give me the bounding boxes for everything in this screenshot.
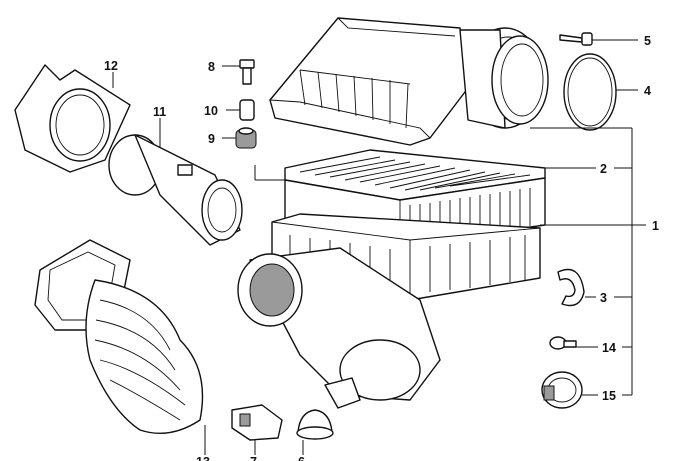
intake-bellows-13 <box>34 239 204 435</box>
callout-10: 10 <box>204 104 218 118</box>
callout-1: 1 <box>652 219 659 233</box>
leader-lines <box>112 39 646 455</box>
bolt-5 <box>559 32 593 46</box>
callout-11: 11 <box>153 105 166 119</box>
callout-15: 15 <box>602 389 616 403</box>
cap-6 <box>296 409 334 440</box>
callout-4: 4 <box>644 84 651 98</box>
callout-9: 9 <box>208 132 215 146</box>
callout-5: 5 <box>644 34 651 48</box>
sealing-ring-4 <box>563 53 617 131</box>
callout-3: 3 <box>600 291 607 305</box>
callout-8: 8 <box>208 60 215 74</box>
callout-12-top: 12 <box>104 59 118 73</box>
air-flow-meter-11 <box>108 134 243 246</box>
housing-cover <box>269 17 549 146</box>
callout-7: 7 <box>250 455 257 461</box>
hose-clamp-15 <box>541 371 583 409</box>
sleeve-10 <box>239 99 255 121</box>
grommet-9 <box>235 127 257 149</box>
callout-6: 6 <box>298 455 305 461</box>
bolt-8 <box>239 59 255 85</box>
callouts: 5 4 2 1 3 14 15 8 10 9 11 12 13 7 6 <box>104 34 659 461</box>
callout-13: 13 <box>196 455 210 461</box>
callout-14: 14 <box>602 341 616 355</box>
housing-lower-1 <box>237 213 541 409</box>
rivet-14 <box>549 336 577 350</box>
callout-2: 2 <box>600 162 607 176</box>
bracket-12 <box>14 64 131 173</box>
clip-3 <box>557 268 585 307</box>
connector-7 <box>231 404 283 441</box>
